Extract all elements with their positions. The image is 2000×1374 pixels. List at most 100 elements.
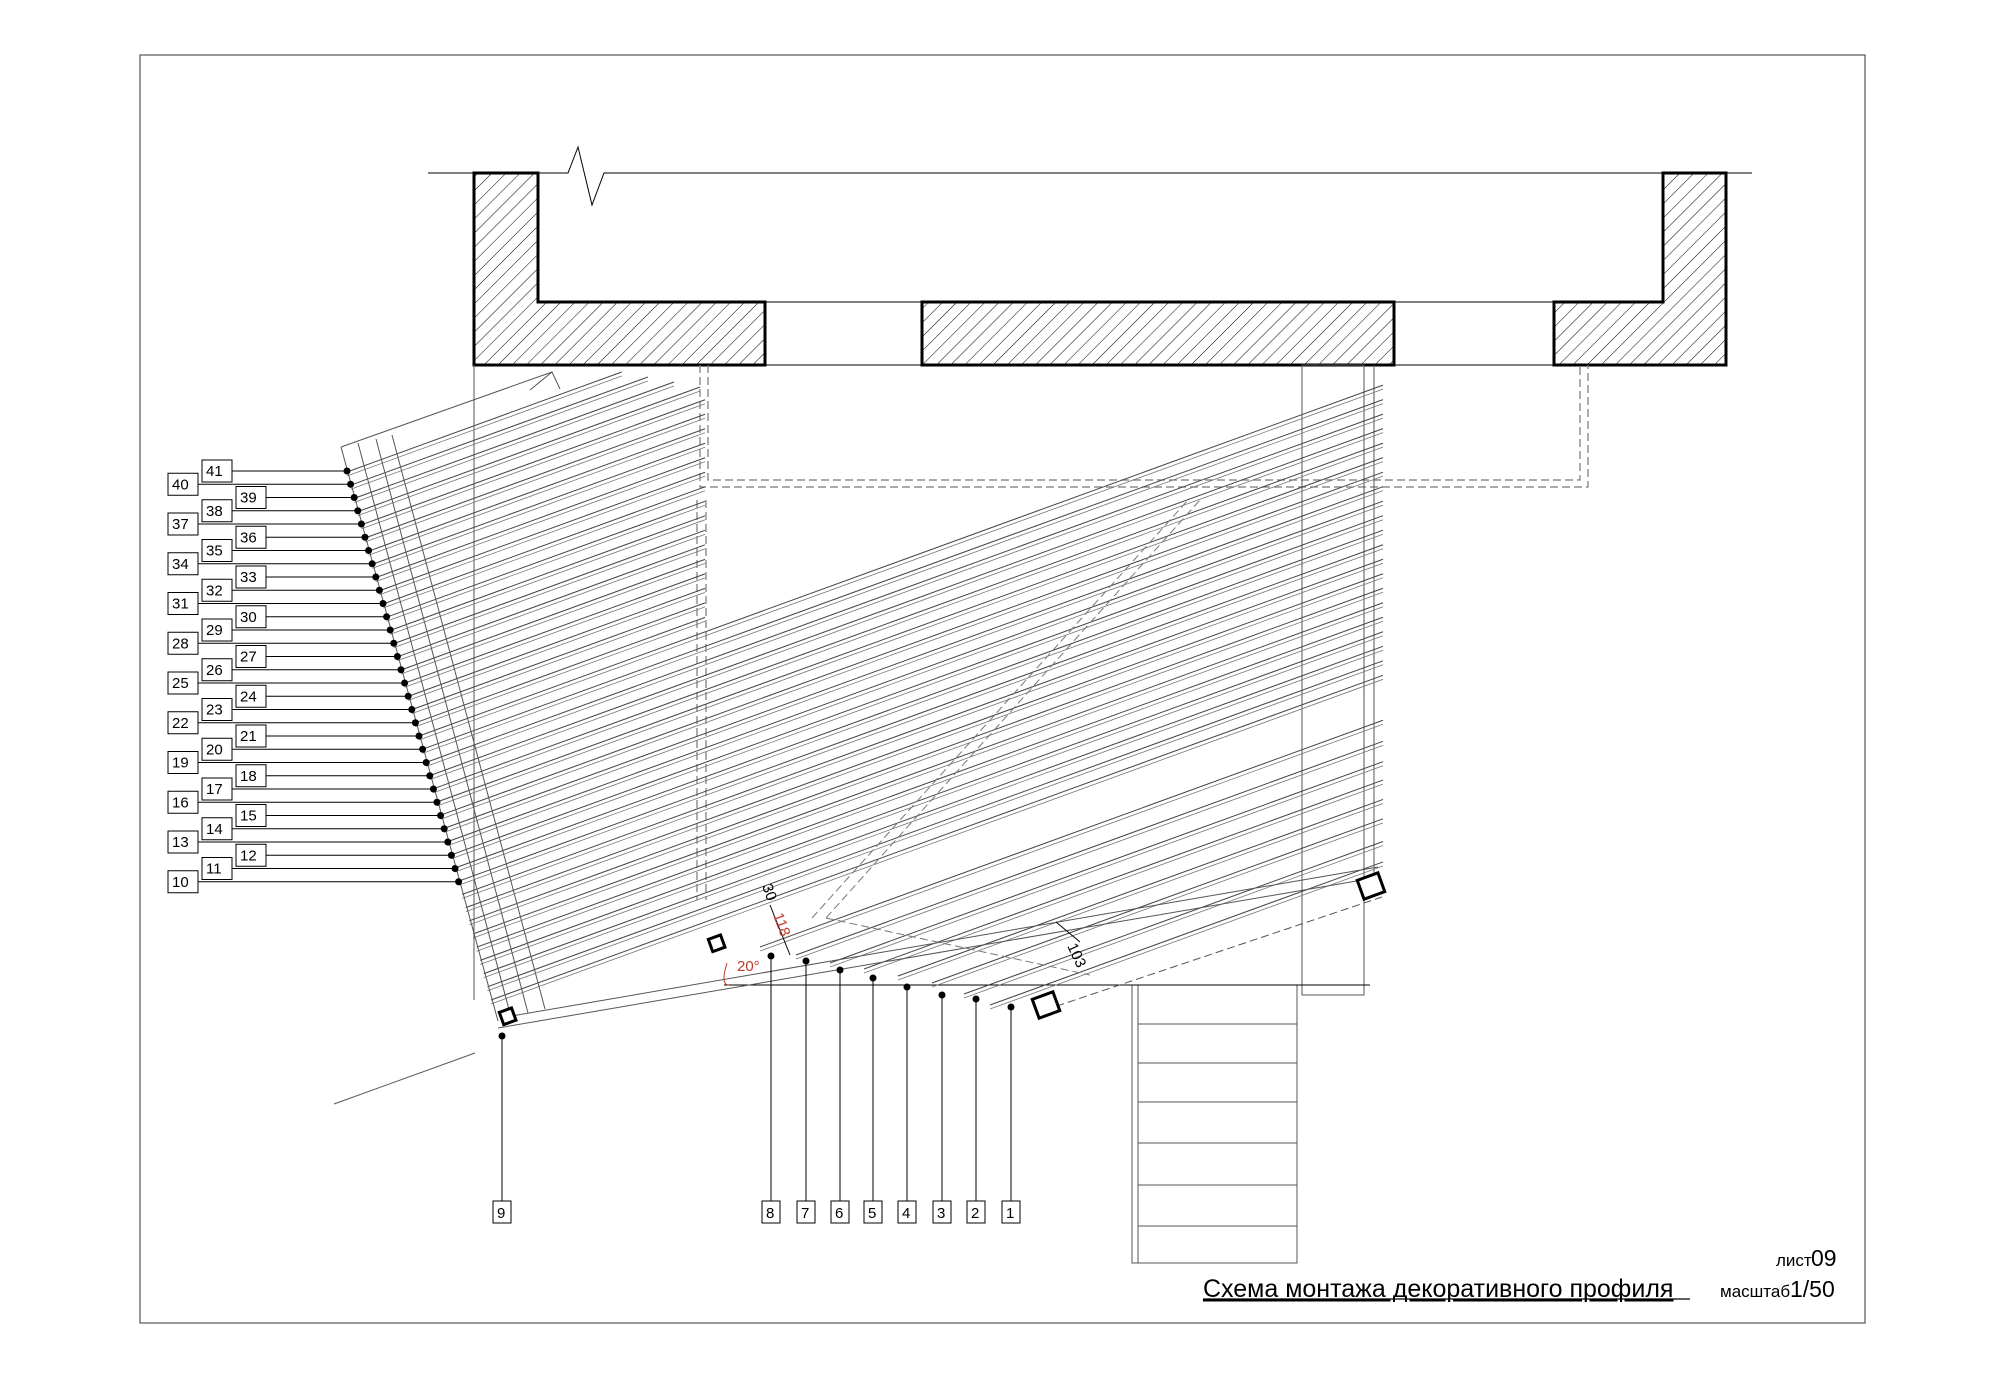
leader-dot bbox=[869, 974, 877, 982]
frame-band-left bbox=[340, 371, 561, 1022]
profile-slat bbox=[465, 573, 1384, 912]
profile-slat bbox=[963, 841, 1384, 999]
left-label: 39 bbox=[235, 486, 358, 509]
leader-dot bbox=[938, 991, 946, 999]
profile-slat bbox=[404, 573, 706, 688]
leader-dot bbox=[429, 785, 437, 793]
profile-slat bbox=[444, 486, 1384, 833]
leader-dot bbox=[802, 957, 810, 965]
left-label-text: 38 bbox=[206, 503, 223, 520]
leader-dot bbox=[401, 679, 409, 687]
left-label: 18 bbox=[235, 764, 434, 788]
angle-arc bbox=[723, 962, 730, 986]
left-label-text: 23 bbox=[206, 702, 223, 719]
diagonal-beam bbox=[811, 499, 1201, 976]
left-label-text: 24 bbox=[240, 688, 257, 705]
left-label-text: 12 bbox=[240, 847, 257, 864]
left-label-text: 35 bbox=[206, 543, 223, 560]
leader-dot bbox=[347, 480, 355, 488]
leader-dot bbox=[422, 759, 430, 766]
leader-dot bbox=[383, 613, 391, 621]
left-label-text: 19 bbox=[172, 755, 189, 772]
bottom-label-text: 8 bbox=[766, 1205, 774, 1222]
profile-slat bbox=[346, 371, 622, 477]
left-label-text: 30 bbox=[240, 609, 257, 626]
leader-dot bbox=[498, 1032, 506, 1040]
leader-dot bbox=[444, 838, 452, 846]
leader-dot bbox=[415, 732, 423, 740]
left-label-text: 36 bbox=[240, 529, 257, 546]
profile-slat bbox=[433, 442, 1384, 794]
wall-section-left bbox=[472, 171, 767, 367]
bottom-label-text: 5 bbox=[868, 1205, 876, 1222]
bottom-label-text: 7 bbox=[801, 1205, 809, 1222]
leader-dot bbox=[379, 600, 387, 607]
leader-dot bbox=[357, 520, 365, 528]
leader-dot bbox=[397, 666, 405, 674]
profile-slat bbox=[426, 413, 1384, 767]
profile-slat bbox=[408, 587, 706, 701]
profile-slat bbox=[386, 500, 706, 622]
left-label: 22 bbox=[167, 711, 419, 735]
left-label: 12 bbox=[235, 843, 455, 867]
left-label: 10 bbox=[167, 870, 463, 894]
left-labels: 4037343128252219161310413835322926232017… bbox=[167, 459, 463, 894]
profile-slat bbox=[354, 381, 675, 503]
bottom-label: 8 bbox=[761, 952, 781, 1224]
leader-dot bbox=[972, 995, 980, 1003]
left-label: 11 bbox=[201, 857, 459, 880]
profile-slats bbox=[346, 371, 1384, 1010]
scale-value: 1/50 bbox=[1790, 1276, 1835, 1302]
bottom-label: 5 bbox=[863, 974, 883, 1224]
drawing-title: Схема монтажа декоративного профиля bbox=[1203, 1275, 1673, 1303]
profile-slat bbox=[379, 471, 706, 596]
profile-slat bbox=[487, 660, 1384, 992]
profile-slat bbox=[472, 602, 1384, 939]
profile-slat bbox=[829, 761, 1384, 968]
leader-dot bbox=[343, 467, 351, 475]
profile-slat bbox=[397, 544, 706, 662]
fixing-square bbox=[1030, 989, 1062, 1021]
left-label: 41 bbox=[201, 459, 351, 483]
leader-dot bbox=[451, 865, 459, 872]
wall-section-right bbox=[1552, 171, 1728, 367]
left-label: 29 bbox=[201, 618, 394, 642]
left-label-text: 25 bbox=[172, 675, 189, 692]
left-label-text: 16 bbox=[172, 794, 189, 811]
profile-slat bbox=[390, 515, 706, 635]
leader-dot bbox=[372, 573, 380, 581]
left-label: 21 bbox=[235, 724, 423, 748]
profile-slat bbox=[350, 376, 649, 490]
left-label: 38 bbox=[201, 499, 362, 523]
left-label-text: 33 bbox=[240, 569, 257, 586]
left-label-text: 13 bbox=[172, 834, 189, 851]
left-label-text: 29 bbox=[206, 622, 223, 639]
bottom-label-text: 2 bbox=[971, 1205, 979, 1222]
leader-dot bbox=[404, 692, 412, 700]
left-label: 28 bbox=[167, 631, 398, 655]
left-label-text: 37 bbox=[172, 516, 189, 533]
sheet-frame bbox=[139, 54, 1866, 1324]
left-label: 20 bbox=[201, 737, 427, 761]
leader-dot bbox=[1007, 1003, 1015, 1011]
spacing-small-label: 30 bbox=[758, 882, 780, 903]
bottom-label-text: 9 bbox=[497, 1205, 505, 1222]
profile-slat bbox=[429, 428, 1384, 780]
left-label: 15 bbox=[235, 804, 445, 827]
left-label-text: 31 bbox=[172, 596, 189, 613]
fixing-square bbox=[497, 1006, 518, 1027]
profile-slat bbox=[440, 471, 1384, 820]
left-label-text: 10 bbox=[172, 874, 189, 891]
leader-dot bbox=[419, 745, 427, 753]
leader-dot bbox=[393, 653, 401, 660]
leader-dot bbox=[368, 560, 376, 568]
profile-slat bbox=[759, 719, 1384, 952]
left-label: 19 bbox=[167, 751, 430, 774]
leader-dot bbox=[903, 983, 911, 991]
profile-slat bbox=[451, 515, 1384, 860]
profile-slat bbox=[357, 386, 701, 516]
sheet-number: 09 bbox=[1811, 1245, 1837, 1271]
leader-dot bbox=[411, 719, 419, 727]
left-label-text: 41 bbox=[206, 463, 223, 480]
left-label-text: 18 bbox=[240, 768, 257, 785]
